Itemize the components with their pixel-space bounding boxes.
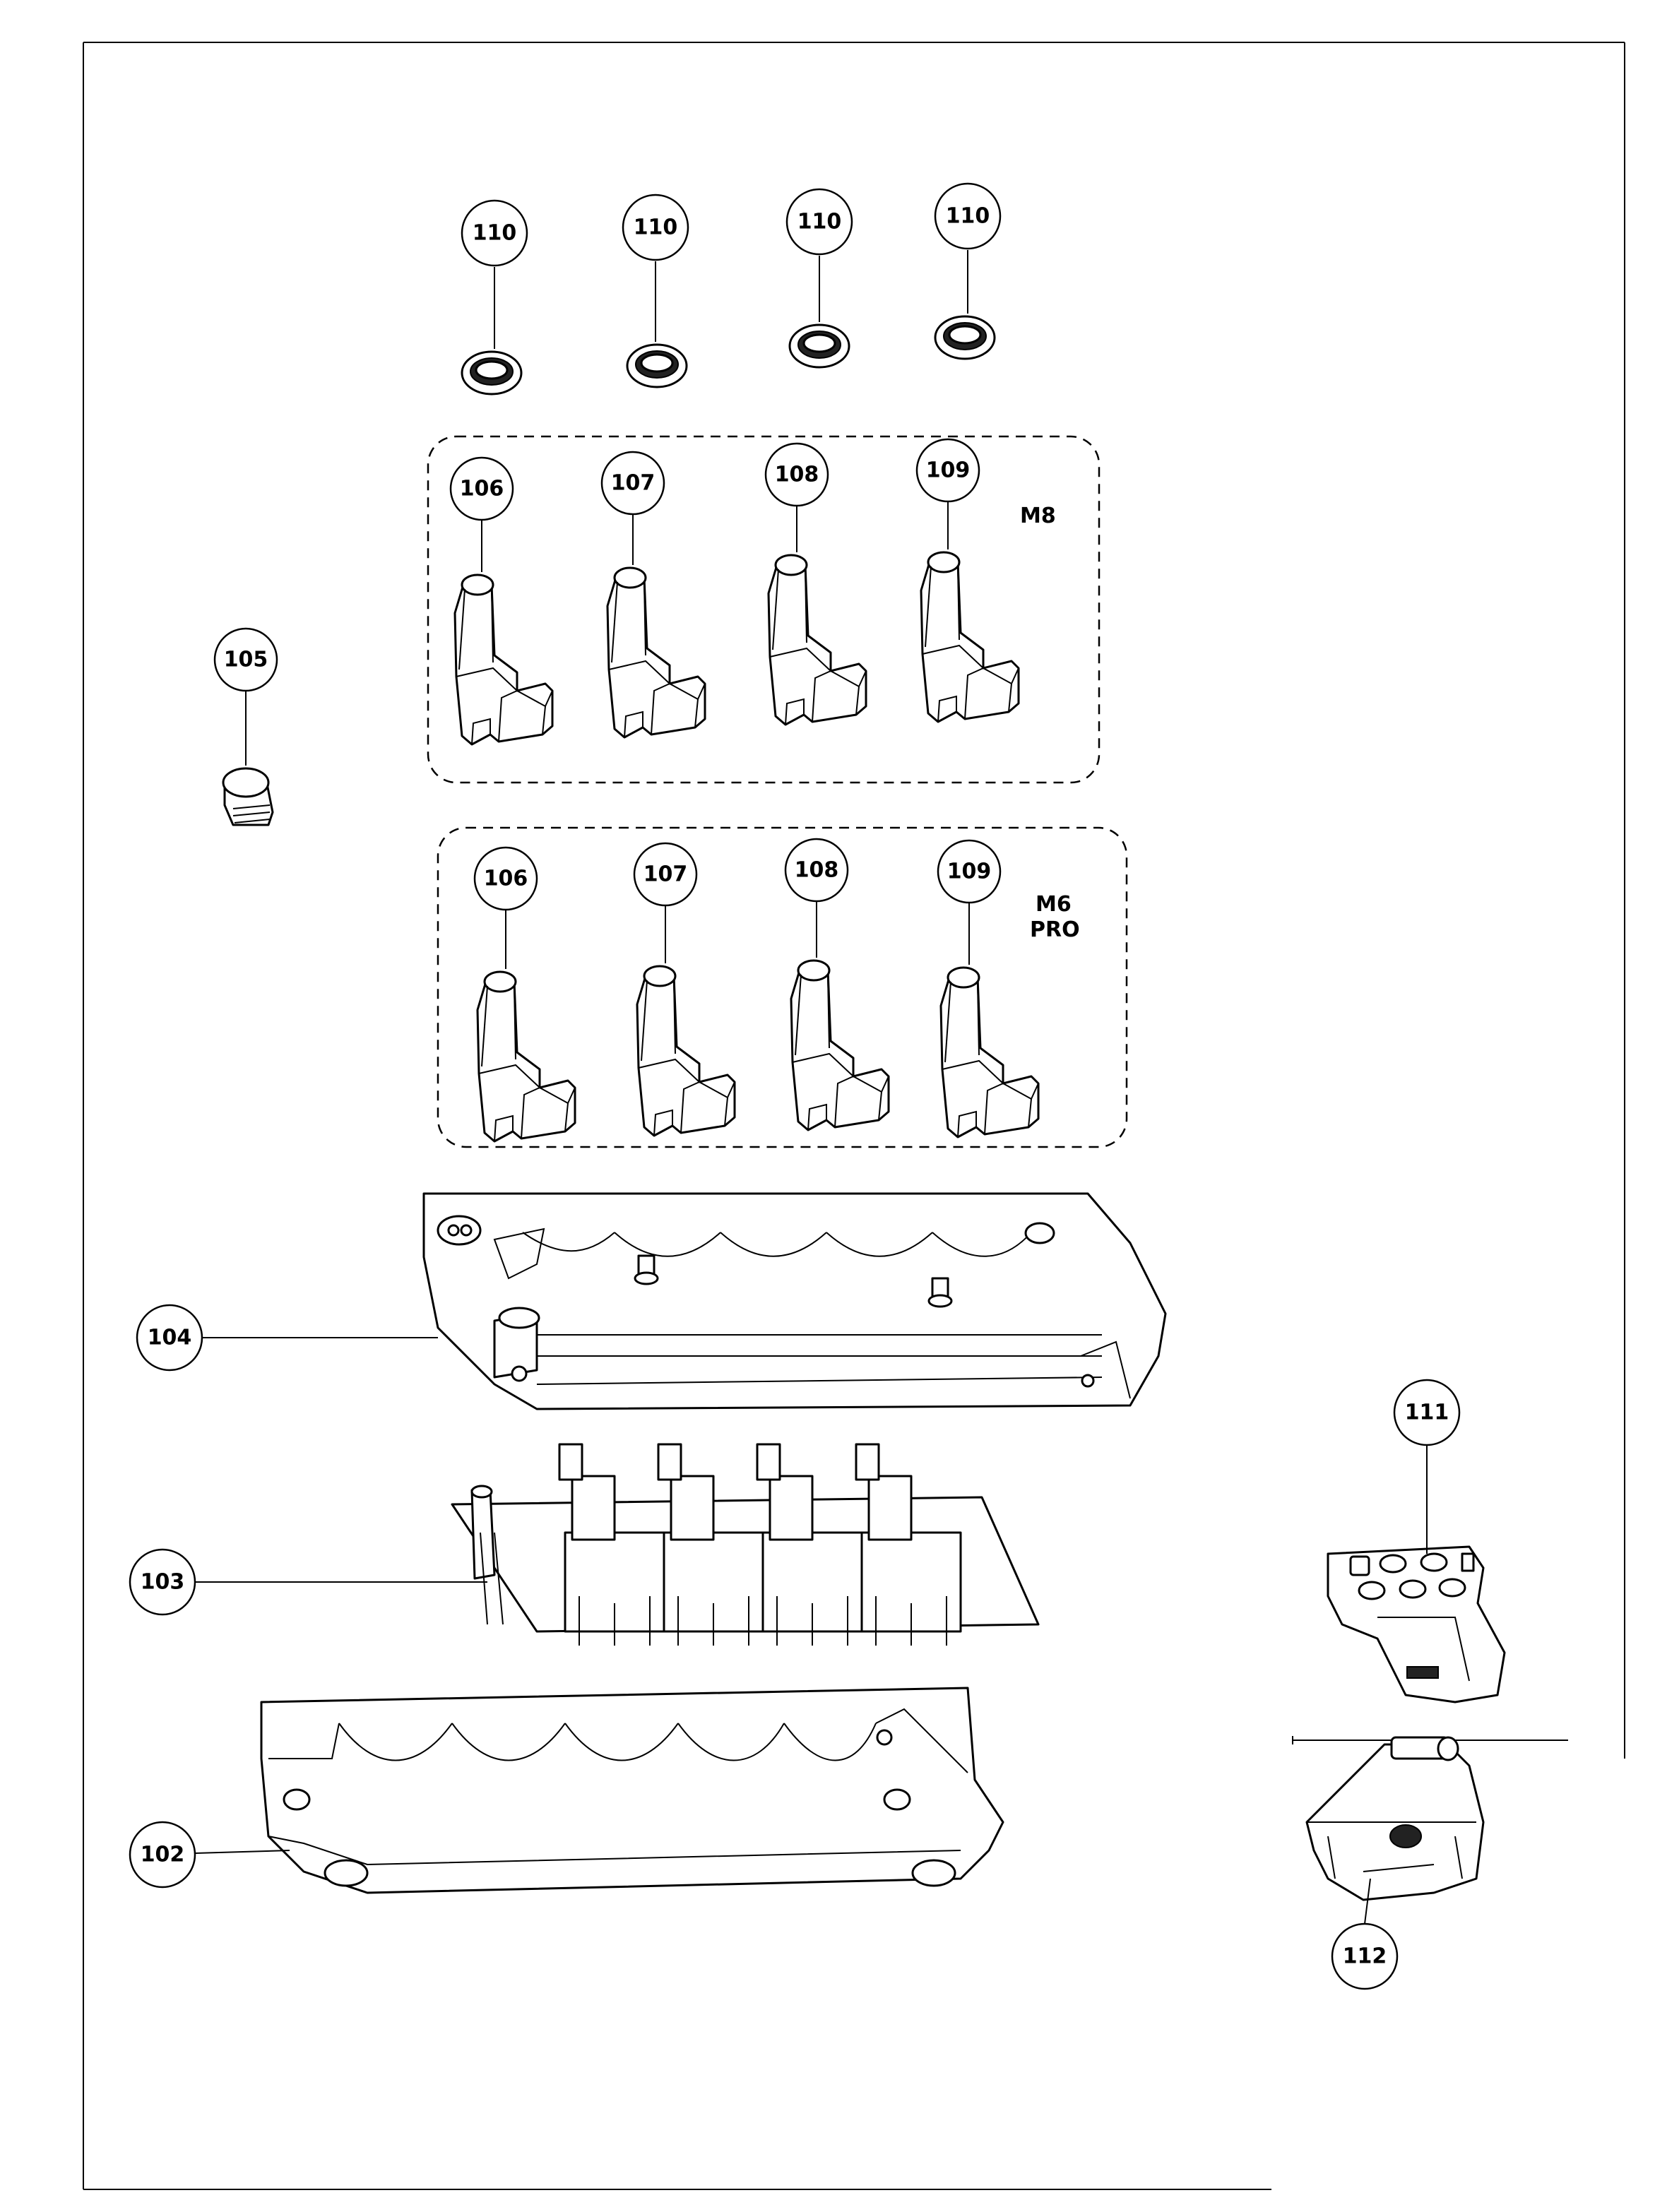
variant-label-m6: M6 bbox=[1036, 892, 1072, 917]
connector-111-part bbox=[1327, 1545, 1506, 1703]
m8-group-box bbox=[427, 435, 1101, 784]
actuator-part bbox=[920, 551, 1020, 723]
variant-label-pro: PRO bbox=[1030, 917, 1080, 942]
actuator-part bbox=[476, 970, 576, 1143]
callout-label: 110 bbox=[797, 210, 842, 234]
switch-board-103-part bbox=[451, 1443, 1040, 1646]
callout-110: 110 bbox=[934, 182, 1002, 250]
callout-103: 103 bbox=[129, 1548, 196, 1616]
m6-pro-actuators bbox=[476, 959, 1040, 1143]
callout-110: 110 bbox=[622, 194, 689, 261]
callout-109-m6-pro: 109 bbox=[937, 839, 1002, 904]
washer-part bbox=[461, 350, 523, 396]
callout-108-m6-pro: 108 bbox=[784, 838, 849, 903]
callout-107-m6-pro: 107 bbox=[633, 842, 698, 907]
switch-bank bbox=[558, 1443, 962, 1646]
callout-109-m8: 109 bbox=[915, 438, 980, 503]
actuator-part bbox=[606, 566, 706, 739]
callout-110: 110 bbox=[785, 188, 853, 256]
callout-label: 112 bbox=[1343, 1944, 1387, 1969]
connector-housing-112-part bbox=[1305, 1736, 1485, 1901]
callout-106-m6-pro: 106 bbox=[473, 846, 538, 911]
actuator-part bbox=[790, 959, 890, 1131]
callout-107-m8: 107 bbox=[600, 451, 665, 516]
callout-label: 102 bbox=[141, 1843, 185, 1867]
washer-part bbox=[934, 315, 996, 360]
callout-label: 110 bbox=[473, 221, 517, 246]
callout-label: 104 bbox=[148, 1326, 192, 1350]
callout-label: 107 bbox=[643, 862, 688, 887]
knob-105-part bbox=[222, 767, 274, 826]
callout-label: 108 bbox=[775, 463, 819, 487]
callout-label: 109 bbox=[947, 860, 992, 884]
callout-111: 111 bbox=[1393, 1379, 1461, 1446]
lower-housing-102-part bbox=[260, 1687, 1004, 1894]
actuator-part bbox=[767, 554, 867, 726]
callout-label: 105 bbox=[224, 648, 268, 672]
callout-label: 108 bbox=[795, 858, 839, 883]
callout-label: 106 bbox=[460, 477, 504, 501]
variant-label-m8: M8 bbox=[1020, 504, 1056, 528]
m8-actuators bbox=[453, 551, 1020, 746]
callout-label: 111 bbox=[1405, 1401, 1449, 1425]
actuator-part bbox=[453, 573, 554, 746]
callout-label: 107 bbox=[611, 471, 656, 496]
callout-112: 112 bbox=[1331, 1922, 1399, 1990]
callout-label: 110 bbox=[946, 204, 990, 229]
callout-106-m8: 106 bbox=[449, 456, 514, 521]
callout-label: 106 bbox=[484, 867, 528, 891]
upper-housing-104-part bbox=[422, 1192, 1167, 1410]
washer-part bbox=[626, 343, 688, 388]
callout-label: 109 bbox=[926, 458, 971, 483]
leader-lines bbox=[194, 250, 1428, 1925]
callout-label: 103 bbox=[141, 1570, 185, 1595]
actuator-part bbox=[939, 966, 1040, 1138]
callout-102: 102 bbox=[129, 1821, 196, 1889]
callout-108-m8: 108 bbox=[764, 442, 829, 507]
washer-part bbox=[788, 323, 850, 369]
callout-label: 110 bbox=[634, 215, 678, 240]
callout-110: 110 bbox=[461, 199, 528, 267]
callout-105: 105 bbox=[213, 627, 278, 692]
callout-104: 104 bbox=[136, 1304, 203, 1372]
actuator-part bbox=[636, 965, 736, 1137]
washer-110-row bbox=[461, 315, 996, 396]
